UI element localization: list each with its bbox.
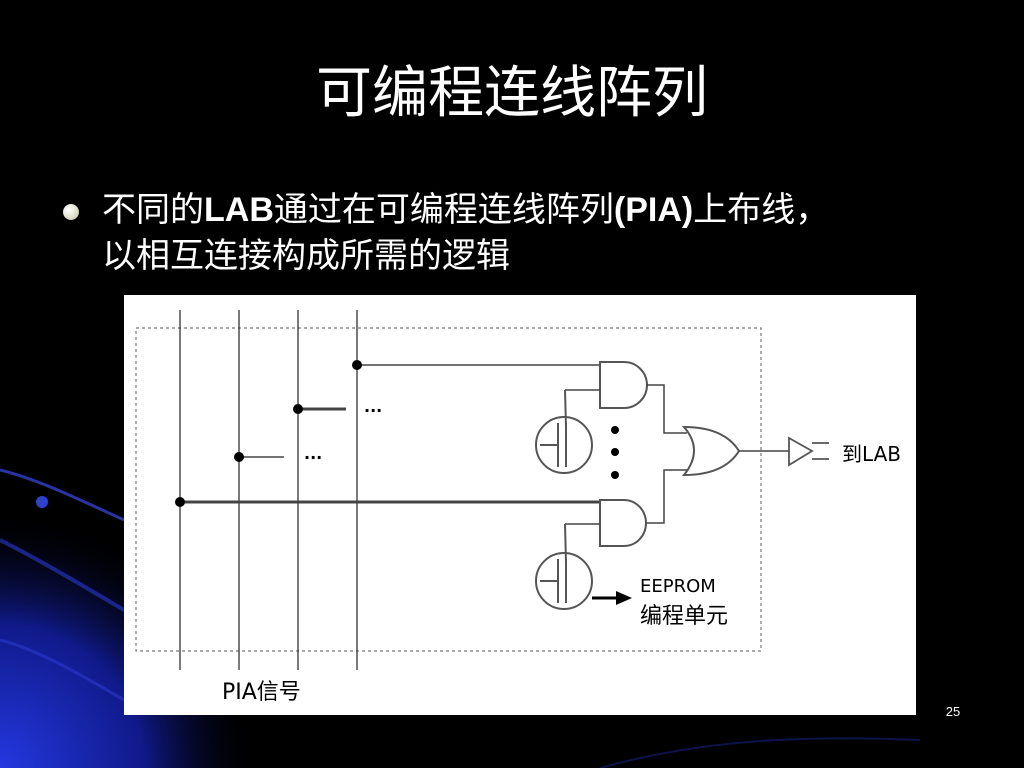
bullet-text: 不同的LAB通过在可编程连线阵列(PIA)上布线， 以相互连接构成所需的逻辑 <box>102 187 982 279</box>
slide-title: 可编程连线阵列 <box>316 61 708 126</box>
pia-vertical-lines <box>179 310 358 670</box>
bullet-text-pia: (PIA) <box>613 191 694 229</box>
pia-connections <box>180 364 600 504</box>
pia-circuit-diagram: ... ... 到LAB <box>124 295 916 715</box>
ellipsis-2: ... <box>304 444 322 463</box>
and-gate-top <box>599 361 648 409</box>
or-gate <box>681 425 741 477</box>
pia-signal-label: PIA信号 <box>222 680 301 705</box>
bullet-text-line2: 以相互连接构成所需的逻辑 <box>102 236 510 276</box>
bullet-text-part5: 上布线， <box>693 190 830 230</box>
eeprom-transistor-top <box>535 389 593 474</box>
output-buffer <box>788 436 814 467</box>
ellipsis-1: ... <box>364 397 382 416</box>
page-number: 25 <box>945 704 961 719</box>
programming-cell-label: 编程单元 <box>640 604 728 629</box>
bullet-text-part1: 不同的 <box>102 190 204 230</box>
junction-dots <box>175 360 362 507</box>
gate-ellipsis-dots <box>611 426 619 479</box>
bullet-text-part3: 通过在可编程连线阵列 <box>273 190 614 230</box>
eeprom-label: EEPROM <box>640 576 716 597</box>
eeprom-transistor-bottom <box>535 523 593 610</box>
gate-wiring <box>565 384 687 525</box>
output-label: 到LAB <box>842 442 901 466</box>
and-gate-bottom <box>599 499 647 547</box>
bullet-icon <box>63 204 79 220</box>
bullet-text-lab: LAB <box>204 191 274 229</box>
eeprom-arrow-icon <box>592 591 632 605</box>
lab-boundary <box>135 327 762 652</box>
